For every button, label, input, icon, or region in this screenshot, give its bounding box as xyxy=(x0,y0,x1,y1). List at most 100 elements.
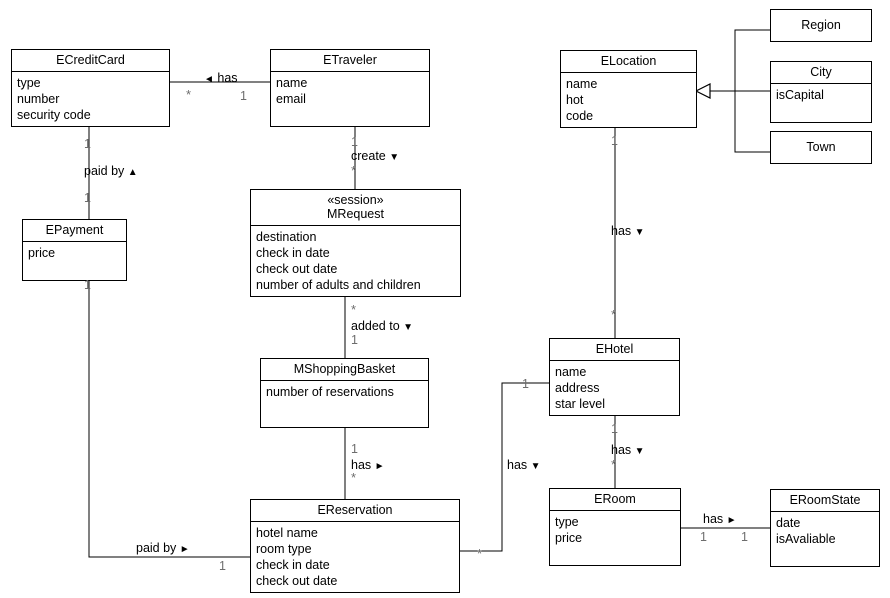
association-label: has xyxy=(611,224,632,238)
direction-arrow-icon: ◄ xyxy=(204,74,214,85)
direction-arrow-icon: ▼ xyxy=(634,446,645,457)
multiplicity-traveler-request-target: * xyxy=(351,163,357,178)
class-box-city[interactable]: City isCapital xyxy=(770,61,872,123)
class-box-region[interactable]: Region xyxy=(770,9,872,42)
multiplicity-location-hotel-target: * xyxy=(611,307,617,322)
multiplicity-payment-reservation-source: 1 xyxy=(84,278,91,292)
association-label: has xyxy=(703,512,724,526)
class-name-elocation: ELocation xyxy=(561,51,696,73)
direction-arrow-icon: ▼ xyxy=(634,227,645,238)
class-box-ereservation[interactable]: EReservation hotel name room type check … xyxy=(250,499,460,593)
class-name-region: Region xyxy=(801,18,841,32)
association-label: has xyxy=(507,458,528,472)
attribute: star level xyxy=(555,397,606,411)
class-name-eroomstate: ERoomState xyxy=(771,490,879,512)
class-attributes-city: isCapital xyxy=(771,84,871,122)
class-name-ehotel: EHotel xyxy=(550,339,679,361)
multiplicity-creditcard-payment-bottom: 1 xyxy=(84,191,91,205)
association-label: added to xyxy=(351,319,400,333)
attribute: email xyxy=(276,92,306,106)
multiplicity-hotel-reservation-source: 1 xyxy=(522,377,529,391)
attribute: price xyxy=(555,531,583,545)
multiplicity-hotel-room-target: * xyxy=(611,457,617,472)
attribute: type xyxy=(17,76,41,90)
class-box-mshoppingbasket[interactable]: MShoppingBasket number of reservations xyxy=(260,358,429,428)
class-attributes-ehotel: name address star level xyxy=(550,361,679,415)
class-attributes-elocation: name hot code xyxy=(561,73,696,127)
connector-payment-reservation xyxy=(88,266,250,558)
attribute: name xyxy=(566,77,598,91)
attribute: isCapital xyxy=(776,88,824,102)
class-name-label-mrequest: MRequest xyxy=(327,207,384,221)
multiplicity-room-roomstate-target: 1 xyxy=(741,530,748,544)
multiplicity-request-basket-source: * xyxy=(351,302,357,317)
class-name-ereservation: EReservation xyxy=(251,500,459,522)
attribute: name xyxy=(555,365,587,379)
attribute: number of adults and children xyxy=(256,278,421,292)
attribute: type xyxy=(555,515,579,529)
attribute: date xyxy=(776,516,801,530)
multiplicity-basket-reservation-source: 1 xyxy=(351,442,358,456)
attribute: check in date xyxy=(256,558,330,572)
multiplicity-creditcard-payment-top: 1 xyxy=(84,137,91,151)
edge-label-creditcard-payment: paid by ▲ xyxy=(84,165,138,179)
attribute: check out date xyxy=(256,262,338,276)
class-name-city: City xyxy=(771,62,871,84)
attribute: name xyxy=(276,76,308,90)
attribute: security code xyxy=(17,108,91,122)
edge-label-hotel-room: has ▼ xyxy=(611,444,645,458)
class-stereotype-mrequest: «session» xyxy=(327,193,384,207)
class-box-eroom[interactable]: ERoom type price xyxy=(549,488,681,566)
multiplicity-payment-reservation-target: 1 xyxy=(219,559,226,573)
direction-arrow-icon: ▲ xyxy=(127,167,138,178)
class-box-eroomstate[interactable]: ERoomState date isAvaliable xyxy=(770,489,880,567)
edge-label-basket-reservation: has ► xyxy=(351,459,385,473)
multiplicity-hotel-reservation-target: * xyxy=(477,546,483,561)
attribute: check in date xyxy=(256,246,330,260)
class-box-elocation[interactable]: ELocation name hot code xyxy=(560,50,697,128)
class-attributes-eroom: type price xyxy=(550,511,680,565)
edge-label-hotel-reservation: has ▼ xyxy=(507,459,541,473)
association-label: paid by xyxy=(84,164,125,178)
edge-label-room-roomstate: has ► xyxy=(703,513,737,527)
connector-hotel-reservation xyxy=(460,382,549,552)
association-label: create xyxy=(351,149,386,163)
edge-label-creditcard-traveler: ◄ has xyxy=(204,72,238,86)
multiplicity-traveler-request-source: 1 xyxy=(351,135,358,149)
generalization-arrowhead xyxy=(694,83,711,99)
direction-arrow-icon: ► xyxy=(179,544,190,555)
multiplicity-basket-reservation-target: * xyxy=(351,470,357,485)
direction-arrow-icon: ▼ xyxy=(389,152,400,163)
multiplicity-hotel-room-source: 1 xyxy=(611,422,618,436)
class-name-town: Town xyxy=(806,140,836,154)
class-box-etraveler[interactable]: ETraveler name email xyxy=(270,49,430,127)
association-label: paid by xyxy=(136,541,177,555)
class-box-mrequest[interactable]: «session» MRequest destination check in … xyxy=(250,189,461,297)
multiplicity-creditcard-traveler-target: 1 xyxy=(240,89,247,103)
class-box-ecreditcard[interactable]: ECreditCard type number security code xyxy=(11,49,170,127)
attribute: hotel name xyxy=(256,526,318,540)
multiplicity-location-hotel-source: 1 xyxy=(611,134,618,148)
multiplicity-request-basket-target: 1 xyxy=(351,333,358,347)
class-attributes-eroomstate: date isAvaliable xyxy=(771,512,879,566)
class-box-epayment[interactable]: EPayment price xyxy=(22,219,127,281)
class-name-eroom: ERoom xyxy=(550,489,680,511)
class-attributes-epayment: price xyxy=(23,242,126,280)
class-box-ehotel[interactable]: EHotel name address star level xyxy=(549,338,680,416)
multiplicity-creditcard-traveler-source: * xyxy=(186,87,192,102)
edge-label-location-hotel: has ▼ xyxy=(611,225,645,239)
class-attributes-ecreditcard: type number security code xyxy=(12,72,169,126)
direction-arrow-icon: ► xyxy=(726,515,737,526)
direction-arrow-icon: ► xyxy=(374,461,385,472)
edge-label-payment-reservation: paid by ► xyxy=(136,542,190,556)
class-attributes-mrequest: destination check in date check out date… xyxy=(251,226,460,296)
attribute: room type xyxy=(256,542,312,556)
attribute: address xyxy=(555,381,600,395)
attribute: code xyxy=(566,109,594,123)
class-attributes-etraveler: name email xyxy=(271,72,429,126)
class-box-town[interactable]: Town xyxy=(770,131,872,164)
association-label: has xyxy=(217,71,238,85)
direction-arrow-icon: ▼ xyxy=(403,322,414,333)
attribute: hot xyxy=(566,93,584,107)
